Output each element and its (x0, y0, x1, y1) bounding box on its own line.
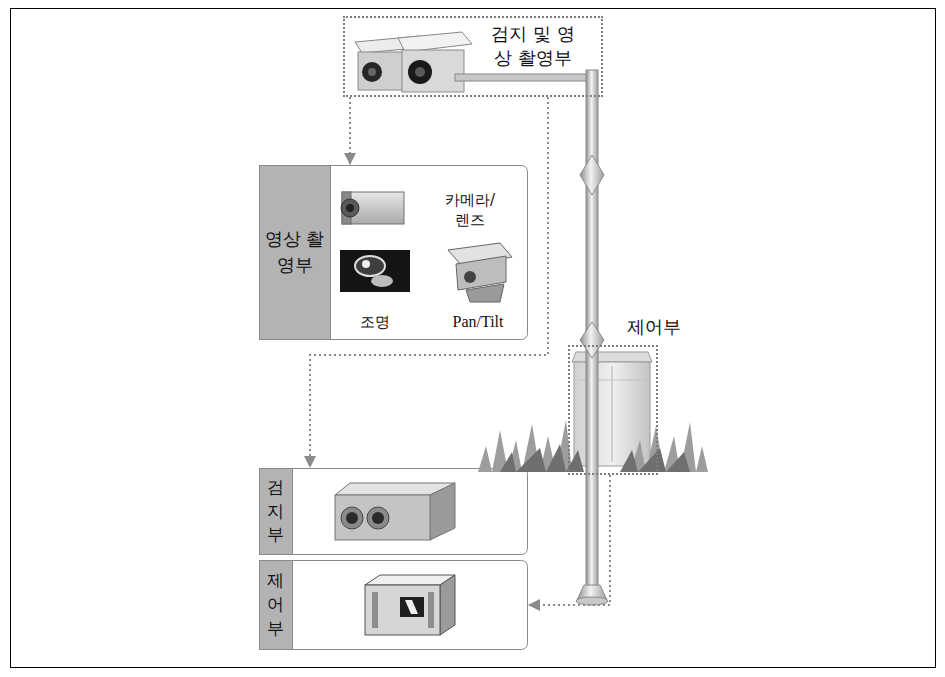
detector-device-picture (372, 512, 384, 524)
controller-panel-shape (260, 561, 528, 650)
lighting-picture (371, 275, 393, 287)
detector-device-picture (367, 507, 389, 529)
cctv-camera-picture (402, 50, 464, 92)
node-label: 영상 촬영부 (262, 226, 328, 278)
camera-lens-picture (341, 199, 359, 217)
pole-picture (580, 155, 604, 195)
controller-rack-picture (400, 597, 424, 617)
pan-tilt-picture (448, 243, 512, 302)
detector-device-picture (335, 495, 430, 540)
control-cabinet-box: 제어부 (568, 345, 658, 475)
controller-rack-picture (372, 592, 378, 628)
outer-frame (11, 9, 936, 668)
label-holder: 조명 (0, 0, 30, 18)
lighting-picture (355, 256, 385, 276)
cctv-camera-picture (362, 62, 382, 82)
grass-picture (500, 444, 584, 472)
dotted-connector (529, 475, 610, 605)
detector-panel-shape (260, 469, 528, 555)
detector-device-picture (430, 483, 455, 540)
cctv-camera-picture (408, 60, 432, 84)
camera-arm (455, 74, 593, 81)
lighting-picture (340, 250, 410, 292)
node-label: 제어부 (627, 316, 681, 338)
part-name: 카메라/ 렌즈 (439, 190, 501, 231)
pole-picture (576, 70, 608, 605)
controller-rack-picture (440, 575, 455, 635)
outer-frame (11, 9, 936, 668)
detector-panel-shape (260, 469, 528, 555)
camera-lens-picture (342, 192, 404, 224)
node-label: 검지 및 영상 촬영부 (484, 22, 582, 71)
detector-device-picture (335, 483, 455, 540)
controller-rack-picture (428, 592, 434, 628)
pan-tilt-picture (466, 284, 504, 302)
pole-picture (580, 322, 604, 358)
label-holder: Pan/Tilt (0, 0, 51, 19)
camera-lens-picture (341, 192, 404, 224)
camera-panel-shape (260, 166, 528, 340)
detector-device-picture (341, 507, 363, 529)
pan-tilt-picture (464, 271, 476, 283)
node-label: 검지부 (267, 476, 284, 547)
detector-device-picture (346, 512, 358, 524)
node-label: 제어부 (267, 569, 284, 640)
controller-panel-shape (260, 561, 293, 650)
camera-panel-shape (260, 166, 528, 340)
part-name: 조명 (360, 313, 390, 331)
detector-camera-unit-box: 검지 및 영상 촬영부 (343, 16, 603, 97)
camera-arm (455, 74, 593, 81)
dotted-connector (349, 97, 351, 164)
control-cabinet-picture (572, 352, 652, 362)
camera-panel-shape (260, 166, 331, 340)
lighting-picture (340, 250, 410, 292)
controller-rack-picture (365, 585, 440, 635)
camera-lens-picture (346, 204, 354, 212)
detector-panel: 검지부 (259, 468, 528, 555)
cctv-camera-picture (398, 32, 472, 52)
controller-rack-picture (365, 575, 455, 635)
part-name: Pan/Tilt (453, 312, 504, 331)
label-holder: 카메라/ 렌즈 (0, 0, 62, 41)
detector-panel-shape (260, 469, 293, 555)
controller-panel: 제어부 (259, 560, 528, 650)
grass-picture (620, 448, 690, 472)
dotted-connector (310, 97, 548, 467)
pole-picture (576, 597, 608, 605)
controller-panel-shape (260, 561, 528, 650)
cctv-camera-picture (368, 68, 376, 76)
lighting-picture (362, 260, 370, 268)
cctv-camera-picture (415, 67, 425, 77)
controller-rack-picture (405, 600, 418, 614)
cctv-camera-picture (355, 32, 472, 92)
grass-picture (630, 422, 708, 472)
